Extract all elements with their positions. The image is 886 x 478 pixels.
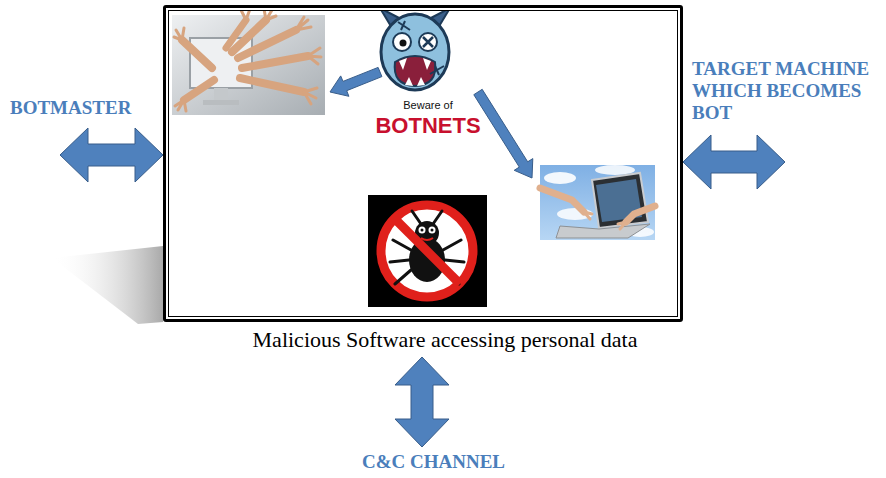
hands-photo [172, 9, 325, 115]
pointer-arrow-part [330, 67, 382, 96]
hands-photo-part [172, 15, 325, 115]
no-bug-sign-part [421, 238, 433, 240]
system-frame: Malicious Software accessing personal da… [163, 5, 683, 322]
no-bug-sign-part-part [390, 240, 411, 284]
laptop-photo-part-part [626, 206, 655, 222]
hands-photo-part [214, 88, 228, 101]
monster-icon-part [399, 58, 431, 86]
frame-shadow-part [52, 246, 163, 324]
monster-icon-part [419, 33, 437, 51]
no-bug-sign-part [419, 227, 426, 234]
node-text: TARGET MACHINE WHICH BECOMES BOT [692, 58, 882, 124]
monster-icon-part [381, 14, 449, 90]
pointer-arrow [330, 67, 533, 178]
no-bug-sign-part [381, 205, 473, 297]
frame-shadow [52, 246, 163, 324]
hands-photo-part-part [296, 17, 311, 30]
frame-caption: Malicious Software accessing personal da… [253, 327, 638, 353]
node-text: C&C CHANNEL [362, 451, 505, 473]
laptop-photo-part [540, 188, 655, 229]
laptop-photo-part [595, 165, 635, 175]
sign-title: BOTNETS [375, 114, 480, 138]
hands-photo-part-part [184, 80, 214, 100]
laptop-photo-part [592, 173, 648, 228]
hands-photo-part-part [241, 9, 250, 20]
sign-text: Beware of [403, 99, 453, 112]
double-block-arrow [395, 357, 449, 447]
hands-photo-part-part [304, 88, 317, 104]
channel-label: C&C CHANNEL [362, 451, 505, 473]
hands-photo-part [203, 100, 239, 105]
hands-photo-part-part [308, 48, 321, 64]
laptop-photo-part-part [540, 188, 584, 212]
double-block-arrow [60, 128, 163, 182]
double-block-arrow [683, 135, 785, 189]
no-bug-sign-part [394, 218, 460, 284]
laptop-photo-part [544, 172, 576, 184]
laptop-photo-part-part [584, 212, 592, 219]
no-bug-sign-part [431, 229, 434, 232]
actor-label: TARGET MACHINE WHICH BECOMES BOT [692, 58, 882, 124]
laptop-photo [540, 165, 655, 240]
monster-icon-part [393, 33, 411, 51]
node-text: BOTMASTER [10, 97, 131, 119]
laptop-photo-part-part [618, 222, 626, 229]
monster-icon-part [400, 40, 407, 47]
hands-photo-part-part [226, 20, 246, 48]
hands-photo-part-part [182, 40, 212, 68]
hands-photo-part-part [240, 78, 304, 92]
no-bug-sign [368, 195, 487, 307]
no-bug-sign-part [429, 227, 436, 234]
monster-icon-part [398, 21, 444, 75]
hands-photo-part-part [175, 100, 186, 111]
monster-icon-part [395, 56, 436, 86]
hands-photo-part-part [174, 28, 184, 40]
laptop-photo-part [557, 208, 593, 220]
no-bug-sign-part [421, 229, 424, 232]
hands-photo-part-part [264, 9, 276, 20]
no-bug-sign-part [368, 195, 487, 307]
monster-icon [380, 8, 450, 90]
hands-photo-part-part [242, 56, 308, 68]
actor-label: BOTMASTER [10, 97, 131, 119]
no-bug-sign-part [390, 211, 464, 284]
hands-photo-part [174, 9, 321, 111]
monster-icon-part [423, 37, 433, 47]
laptop-photo-part [556, 224, 650, 238]
pointer-arrow-part [474, 89, 533, 178]
laptop-photo-part [540, 165, 655, 240]
